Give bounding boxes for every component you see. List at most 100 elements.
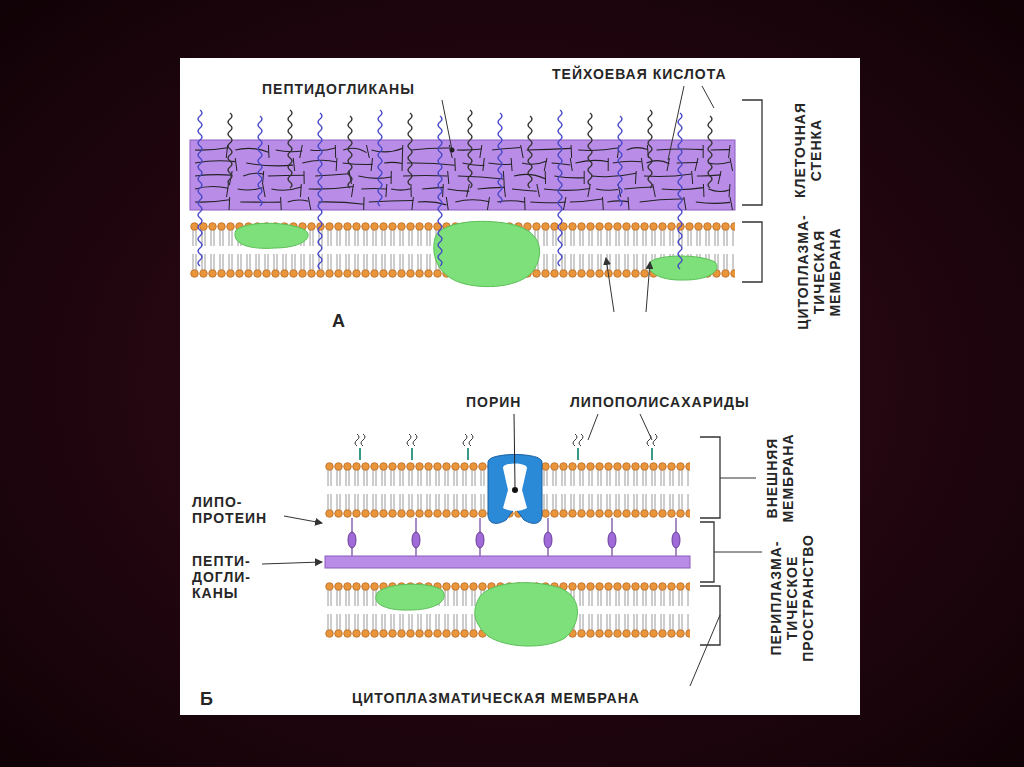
mesh-crosslink [351,184,353,197]
part-label: ТЕЙХОЕВАЯ КИСЛОТА [552,66,832,82]
mesh-crosslink [386,184,387,197]
teichoic-strand [258,116,262,206]
vertical-label: ПЕРИПЛАЗМА- ТИЧЕСКОЕ ПРОСТРАНСТВО [768,533,816,663]
mesh-crosslink [454,158,456,171]
teichoic-strand [318,113,322,269]
mesh-crosslink [695,158,698,171]
teichoic-strand [708,116,712,188]
teichoic-strand [618,116,622,206]
mesh-crosslink [730,158,733,171]
lps-chain [469,434,473,446]
mesh-strand [455,200,489,202]
mesh-crosslink [363,197,364,210]
teichoic-strand [408,113,412,185]
mesh-crosslink [503,171,505,184]
teichoic-strand [468,110,472,188]
mesh-strand [596,189,618,190]
teichoic-strand [288,110,292,188]
leader-line [702,86,714,108]
peptidoglycan-mesh [195,145,733,210]
mesh-crosslink [308,197,311,210]
mesh-crosslink [483,158,484,171]
teichoic-strand [348,116,352,188]
mesh-crosslink [412,197,414,210]
mesh-crosslink [467,184,470,197]
mesh-strand [288,200,309,202]
peptidoglycan-layer [325,556,690,568]
lipoprotein [412,532,420,548]
mesh-crosslink [628,197,629,210]
mesh-crosslink [718,171,721,184]
mesh-strand [640,199,684,202]
mesh-strand [371,148,402,152]
gram-negative-wall [262,414,762,686]
mesh-strand [478,187,504,189]
vertical-label: ЦИТОПЛАЗМА- ТИЧЕСКАЯ МЕМБРАНА [794,210,842,335]
leader-line [714,552,762,553]
mesh-crosslink [410,184,411,197]
mesh-crosslink [263,171,264,184]
mesh-crosslink [335,145,336,158]
leader-line [690,615,720,686]
leader-arrow [284,516,322,523]
teichoic-acid [198,110,712,269]
bracket [700,586,720,645]
leader-line [588,414,598,440]
mesh-crosslink [402,158,403,171]
leader-arrow [606,258,614,312]
mesh-strand [512,189,537,191]
teichoic-strand [438,116,442,266]
teichoic-strand [378,110,382,206]
lipoproteins [348,518,680,556]
mesh-crosslink [504,184,505,197]
mesh-crosslink [280,197,282,210]
lipoprotein [672,532,680,548]
mesh-strand [235,148,268,152]
mesh-strand [361,188,387,190]
mesh-crosslink [571,145,573,158]
vertical-label: ВНЕШНЯЯ МЕМБРАНА [763,431,795,526]
teichoic-strand [588,113,592,185]
leader-dot [450,148,455,153]
peptidoglycan-layer [190,140,735,210]
lps-chain [653,434,657,446]
mesh-strand [391,189,411,190]
mesh-strand [407,163,455,165]
mesh-strand [310,148,335,151]
lps-core [411,448,413,460]
membrane-protein [235,223,308,248]
mesh-strand [578,148,619,151]
mesh-crosslink [293,158,294,171]
mesh-crosslink [729,145,730,158]
mesh-crosslink [641,158,643,171]
mesh-crosslink [263,184,265,197]
teichoic-strand [198,110,202,266]
mesh-crosslink [544,158,547,171]
mesh-crosslink [635,171,637,184]
lps-chain [573,434,577,446]
gram-positive-wall [190,86,762,312]
teichoic-strand [528,116,532,188]
mesh-strand [488,163,511,164]
leader-line [514,414,515,487]
mesh-strand [243,173,263,176]
leader-line [640,414,652,440]
white-panel [180,58,860,715]
mesh-crosslink [588,184,590,197]
teichoic-strand [498,113,502,203]
leader-line [720,478,756,479]
mesh-strand [607,201,628,202]
mesh-crosslink [371,158,372,171]
mesh-crosslink [446,197,448,210]
mesh-crosslink [602,197,604,210]
bracket [700,522,714,582]
mesh-strand [570,199,603,202]
membrane-protein [475,583,578,646]
lps-core [359,448,361,460]
lipoprotein [544,532,552,548]
mesh-crosslink [584,171,585,184]
part-label: А [332,310,372,332]
mesh-strand [458,176,503,179]
mesh-crosslink [729,184,731,197]
